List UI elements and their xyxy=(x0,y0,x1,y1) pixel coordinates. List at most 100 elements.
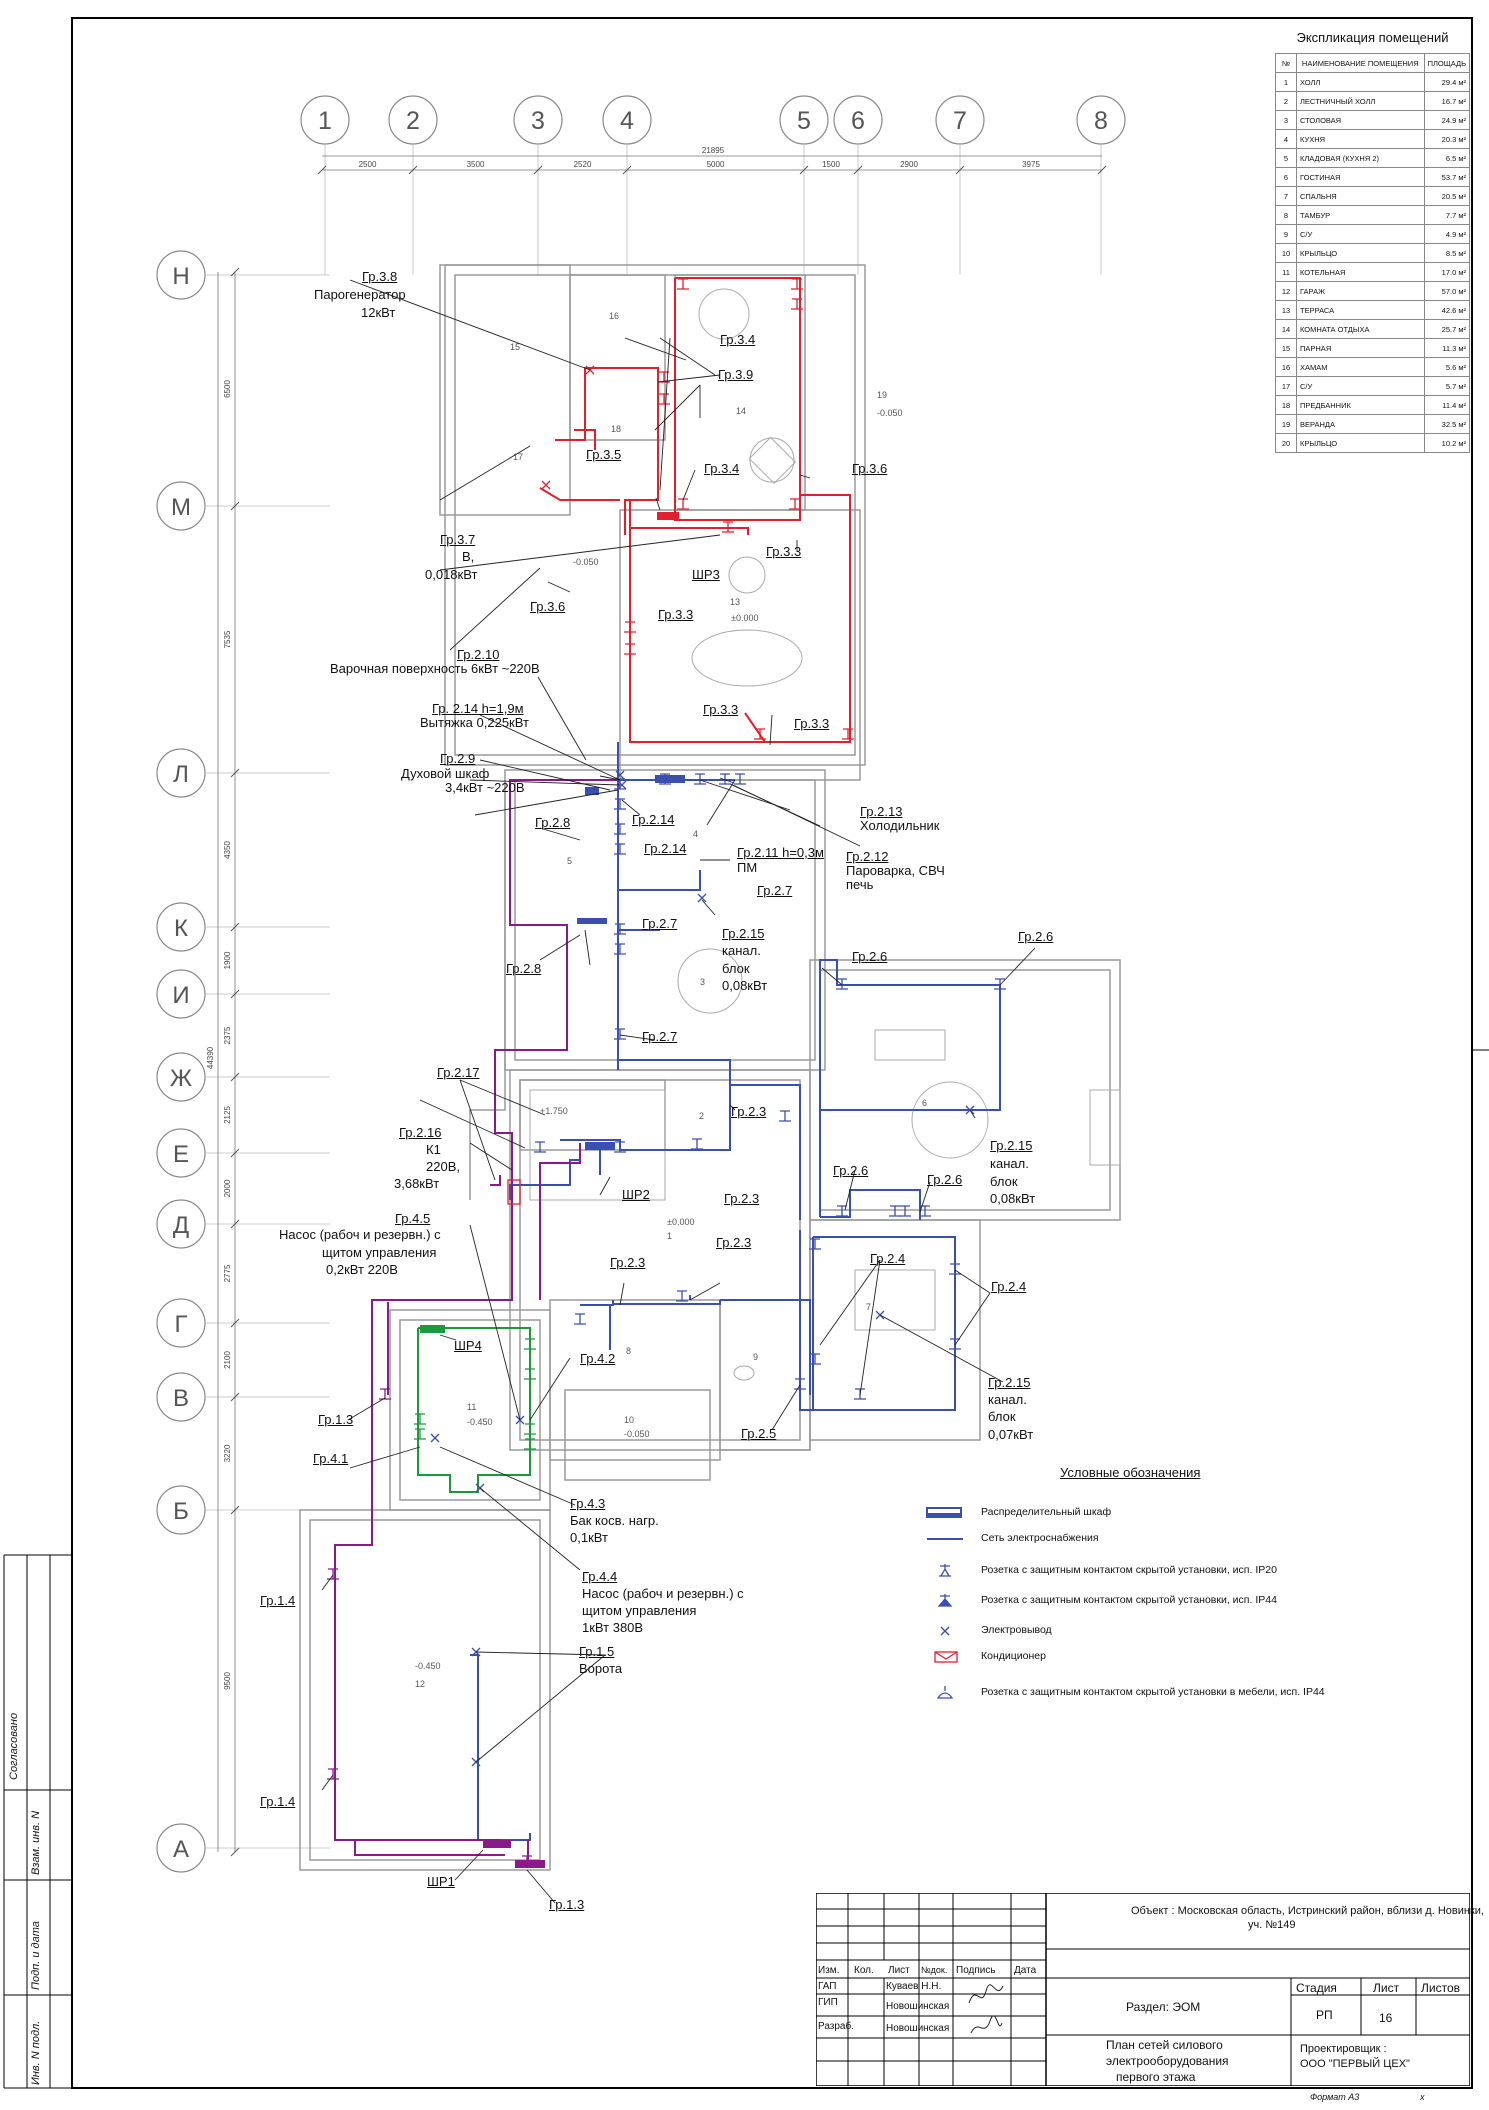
label-gr210: Гр.2.10 xyxy=(457,647,500,662)
label-gr13b: Гр.1.3 xyxy=(549,1897,585,1912)
table-cell: 5.7 м² xyxy=(1423,376,1471,396)
title-line2: электрооборудования xyxy=(1106,2054,1229,2068)
table-cell: 24.9 м² xyxy=(1423,110,1471,130)
leader-line xyxy=(539,934,581,961)
dim-part: 2520 xyxy=(574,160,592,169)
axis-label-col: 8 xyxy=(1094,107,1108,135)
axis-label-col: 6 xyxy=(851,107,865,135)
table-cell: КРЫЛЬЦО xyxy=(1296,243,1425,263)
room-number: -0.050 xyxy=(624,1429,650,1439)
leader-line xyxy=(729,1104,736,1111)
electro-outlet-icon xyxy=(541,480,551,490)
circuit-blue-line xyxy=(812,1236,956,1411)
label-gr215b: Гр.2.15 xyxy=(990,1138,1033,1153)
label-gr38_desc2: 12кВт xyxy=(361,305,396,320)
label-gr26a: Гр.2.6 xyxy=(852,949,888,964)
leader-line xyxy=(799,474,811,479)
ac-icon xyxy=(507,1179,521,1205)
table-cell: ХАМАМ xyxy=(1296,357,1425,377)
table-cell: 5 xyxy=(1275,148,1297,168)
socket-icon xyxy=(624,643,636,655)
socket-icon xyxy=(779,1110,791,1122)
dim-part: 1500 xyxy=(822,160,840,169)
label-gr211: Гр.2.11 h=0,3м xyxy=(737,845,824,860)
dim-left-part: 3220 xyxy=(223,1444,232,1462)
table-cell: 57.0 м² xyxy=(1423,281,1471,301)
side-soglas: Согласовано xyxy=(8,1712,20,1780)
object-line1: Объект : Московская область, Истринский … xyxy=(1131,1905,1484,1917)
leader-line xyxy=(474,789,619,816)
table-cell: 3 xyxy=(1275,110,1297,130)
socket-icon xyxy=(414,1413,426,1425)
socket-icon xyxy=(614,943,626,955)
room-number: 3 xyxy=(700,977,706,987)
dim-left-part: 2100 xyxy=(223,1351,232,1369)
room-number: -0.050 xyxy=(877,408,903,418)
dim-left-total: 44390 xyxy=(206,1046,215,1069)
label-gr37: Гр.3.7 xyxy=(440,532,476,547)
electro-outlet-icon xyxy=(617,780,627,790)
dim-tick xyxy=(230,1148,240,1158)
leader-line xyxy=(879,1314,1004,1383)
table-cell: СПАЛЬНЯ xyxy=(1296,186,1425,206)
list-header: Лист xyxy=(1373,1981,1400,1995)
role-gip: ГИП xyxy=(818,1997,838,2008)
leader-line xyxy=(919,1181,931,1213)
label-gr14a: Гр.1.4 xyxy=(260,1593,296,1608)
axis-label-row: Л xyxy=(173,761,189,788)
dim-tick xyxy=(230,267,240,277)
dim-left-part: 4350 xyxy=(223,841,232,859)
leader-line xyxy=(732,784,861,847)
signature-icon xyxy=(968,1984,1004,2004)
label-gr42: Гр.4.2 xyxy=(580,1351,616,1366)
format-label: Формат А3 xyxy=(1310,2092,1360,2102)
socket-furniture-icon xyxy=(936,1686,954,1699)
leader-line xyxy=(682,469,696,501)
label-gr29_d1: Духовой шкаф xyxy=(401,766,490,781)
leader-line xyxy=(819,1259,881,1346)
axis-bubble-col xyxy=(300,95,350,145)
label-gr26c: Гр.2.6 xyxy=(833,1163,869,1178)
legend-label: Электровывод xyxy=(981,1624,1052,1636)
dim-tick xyxy=(230,1072,240,1082)
leader-line xyxy=(969,1109,976,1119)
axis-label-col: 1 xyxy=(318,107,332,135)
leader-line xyxy=(419,1099,526,1149)
legend-label: Кондиционер xyxy=(981,1650,1046,1662)
label-gr23a: Гр.2.3 xyxy=(731,1104,767,1119)
axis-bubble-row xyxy=(156,748,206,798)
dim-tick xyxy=(533,165,543,175)
axis-label-row: Е xyxy=(173,1141,189,1168)
leader-line xyxy=(475,1654,606,1763)
axis-bubble-row xyxy=(156,1485,206,1535)
label-gr215b_d1: канал. xyxy=(990,1156,1029,1171)
leader-line xyxy=(954,1292,991,1346)
label-gr27a: Гр.2.7 xyxy=(757,883,793,898)
legend-item-panel: Распределительный шкаф xyxy=(925,1503,1325,1523)
dim-part: 3500 xyxy=(467,160,485,169)
leader-line xyxy=(539,827,581,841)
table-cell: КОМНАТА ОТДЫХА xyxy=(1296,319,1425,339)
axis-bubble-row xyxy=(156,1052,206,1102)
label-gr26d: Гр.2.6 xyxy=(927,1172,963,1187)
label-gr213: Гр.2.13 xyxy=(860,804,903,819)
room-number: -0.450 xyxy=(415,1661,441,1671)
table-cell: 17.0 м² xyxy=(1423,262,1471,282)
room-number: -0.450 xyxy=(467,1417,493,1427)
label-gr215a: Гр.2.15 xyxy=(722,926,765,941)
object-line2: уч. №149 xyxy=(1248,1919,1296,1931)
leader-line xyxy=(439,1446,576,1506)
leader-line xyxy=(859,1259,881,1396)
socket-icon xyxy=(994,978,1006,990)
leader-line xyxy=(479,714,621,781)
cross-icon xyxy=(940,1626,950,1636)
axis-bubble-row xyxy=(156,1128,206,1178)
label-gr34a: Гр.3.4 xyxy=(720,332,756,347)
table-cell: ТЕРРАСА xyxy=(1296,300,1425,320)
dim-left-part: 2775 xyxy=(223,1264,232,1282)
socket-icon xyxy=(809,1238,821,1250)
table-cell: 1 xyxy=(1275,72,1297,92)
